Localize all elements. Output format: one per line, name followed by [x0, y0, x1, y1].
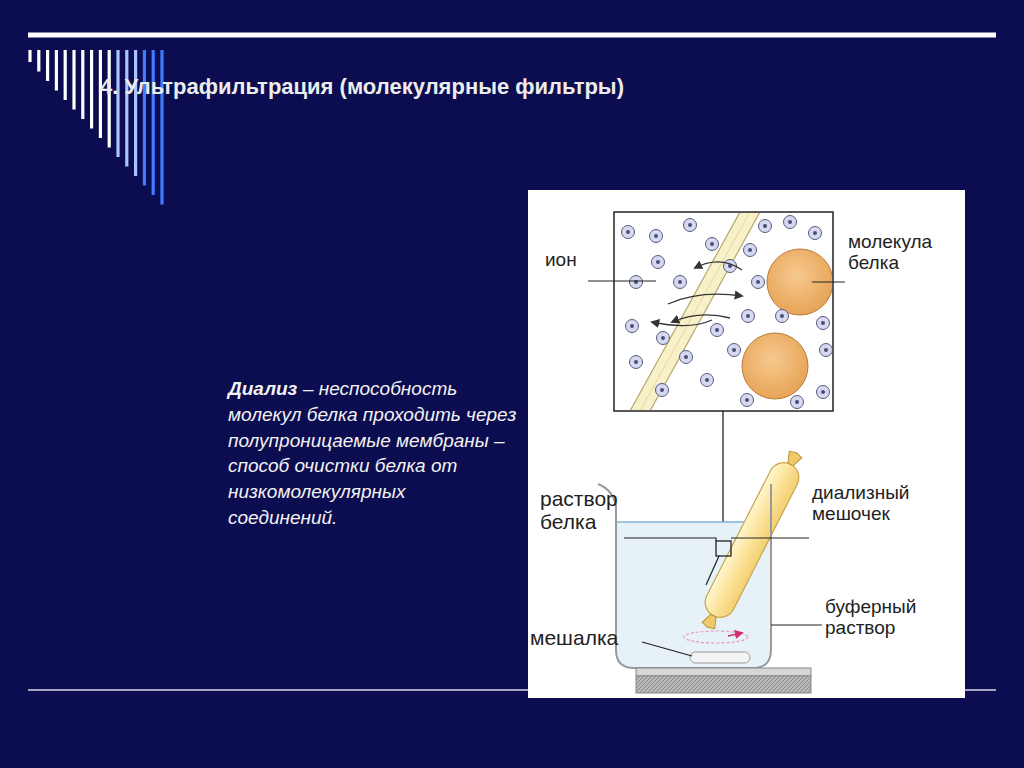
- title-text: 4. Ультрафильтрация (молекулярные фильтр…: [100, 74, 624, 99]
- stripe: [46, 50, 49, 81]
- stripe: [125, 50, 128, 167]
- stripe: [64, 50, 67, 100]
- stripe: [72, 50, 75, 110]
- ion-dot: [630, 276, 643, 289]
- leader-lines: [588, 281, 845, 656]
- beaker: [598, 446, 810, 668]
- stripe: [81, 50, 84, 119]
- stripe: [134, 50, 137, 176]
- ion-dot: [701, 374, 714, 387]
- ion-dot: [728, 344, 741, 357]
- ion-dot: [784, 216, 797, 229]
- ion-dot: [706, 238, 719, 251]
- ion-dot: [674, 276, 687, 289]
- membrane-inset: [614, 212, 833, 411]
- ion-dot: [711, 324, 724, 337]
- ion-dot: [650, 230, 663, 243]
- protein-molecule: [742, 333, 808, 399]
- term-text: Диализ: [228, 378, 297, 399]
- part-label: молекула белка: [848, 232, 960, 274]
- ion-dot: [657, 332, 670, 345]
- stripe: [160, 50, 163, 205]
- stripe: [116, 50, 119, 157]
- stir-bar: [690, 652, 750, 663]
- stripe: [55, 50, 58, 91]
- ion-dot: [752, 276, 765, 289]
- ion-dot: [820, 344, 833, 357]
- ion-dot: [741, 394, 754, 407]
- definition-body: – неспособность молекул белка проходить …: [228, 378, 516, 528]
- ion-dot: [742, 310, 755, 323]
- dialysis-bag: [694, 446, 810, 634]
- ion-dot: [817, 386, 830, 399]
- ion-dot: [626, 320, 639, 333]
- stripe: [90, 50, 93, 129]
- part-label: мешалка: [530, 626, 640, 649]
- part-label: раствор белка: [540, 487, 622, 533]
- ion-dot: [759, 220, 772, 233]
- ion-dot: [744, 244, 757, 257]
- corner-stripes: [30, 50, 162, 205]
- top-rule: [28, 33, 996, 38]
- stripe: [143, 50, 146, 186]
- picture-panel: [528, 190, 965, 698]
- stripe: [37, 50, 40, 72]
- part-label: ион: [545, 250, 605, 271]
- ion-dot: [656, 384, 669, 397]
- stir-plate: [636, 668, 811, 693]
- part-label: буферный раствор: [825, 597, 957, 639]
- stripe: [152, 50, 155, 195]
- part-label: диализный мешочек: [812, 483, 960, 525]
- stripe: [28, 50, 31, 62]
- ion-dot: [630, 356, 643, 369]
- definition-text: Диализ– неспособность молекул белка прох…: [228, 376, 520, 531]
- ion-dot: [776, 310, 789, 323]
- slide-title: 4. Ультрафильтрация (молекулярные фильтр…: [100, 74, 624, 100]
- ion-dot: [809, 227, 822, 240]
- ion-dot: [680, 351, 693, 364]
- ion-dot: [622, 226, 635, 239]
- ion-dot: [817, 317, 830, 330]
- ion-dot: [791, 396, 804, 409]
- ion-dot: [684, 219, 697, 232]
- ion-dot: [652, 256, 665, 269]
